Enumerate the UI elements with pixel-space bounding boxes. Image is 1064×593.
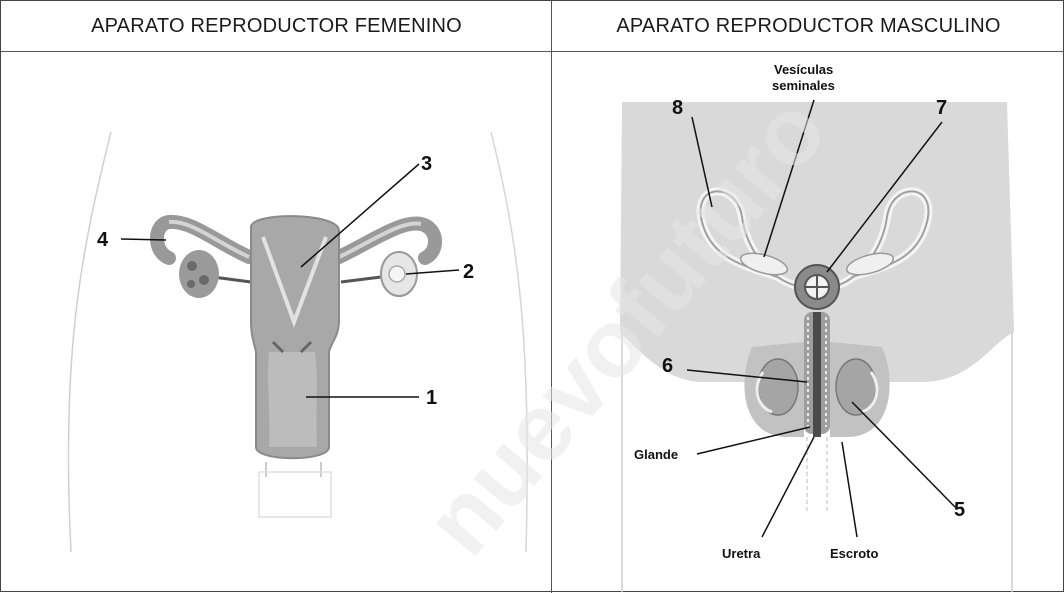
urethra-channel: [813, 312, 821, 437]
male-header: APARATO REPRODUCTOR MASCULINO: [552, 1, 1064, 51]
male-diagram: 8 Vesículas seminales 7 6 5 Glande Uretr…: [552, 52, 1064, 592]
label-uretra: Uretra: [722, 546, 761, 561]
label-8: 8: [672, 97, 683, 119]
label-5: 5: [954, 499, 965, 521]
leader-escroto: [842, 442, 857, 537]
leader-5: [852, 402, 955, 507]
label-4: 4: [97, 229, 109, 251]
label-vesiculas-line2: seminales: [772, 78, 835, 93]
follicle: [389, 266, 405, 282]
vagina: [268, 352, 317, 447]
label-1: 1: [426, 387, 437, 409]
right-fallopian-tube: [339, 224, 435, 258]
leader-glande: [697, 427, 810, 454]
leader-4: [121, 239, 166, 240]
female-panel: 1 2 3 4: [1, 52, 551, 592]
label-7: 7: [936, 97, 947, 119]
female-header: APARATO REPRODUCTOR FEMENINO: [1, 1, 552, 51]
follicle: [199, 275, 209, 285]
body-outline-right: [491, 132, 527, 552]
vulva-outline: [259, 472, 331, 517]
scrotum-lower-outline: [807, 437, 827, 512]
female-diagram: 1 2 3 4: [1, 52, 551, 592]
label-glande: Glande: [634, 447, 678, 462]
right-ovarian-ligament: [341, 277, 381, 282]
label-2: 2: [463, 261, 474, 283]
label-escroto: Escroto: [830, 546, 878, 561]
male-panel: 8 Vesículas seminales 7 6 5 Glande Uretr…: [552, 52, 1064, 592]
follicle: [187, 280, 195, 288]
left-ovary: [179, 250, 219, 298]
label-6: 6: [662, 355, 673, 377]
vaginal-opening: [266, 462, 321, 477]
follicle: [187, 261, 197, 271]
label-vesiculas-line1: Vesículas: [774, 62, 833, 77]
body-outline-left: [68, 132, 111, 552]
leader-uretra: [762, 437, 814, 537]
label-3: 3: [421, 153, 432, 175]
